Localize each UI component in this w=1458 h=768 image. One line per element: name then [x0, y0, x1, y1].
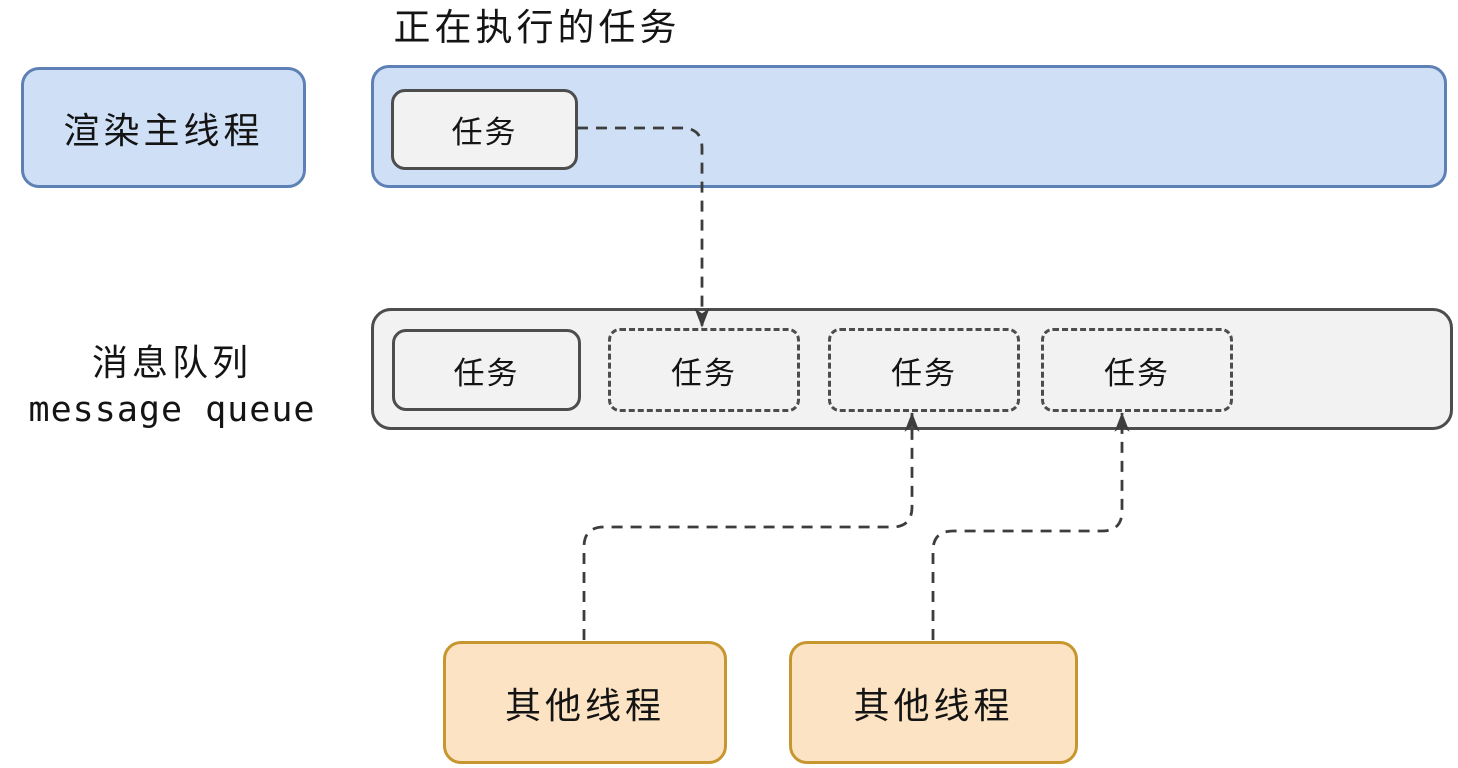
- other-thread-box-2: 其他线程: [789, 641, 1078, 764]
- main-thread-timeline-bar: 任务: [371, 65, 1447, 188]
- executing-task-title: 正在执行的任务: [393, 7, 681, 48]
- executing-task-box: 任务: [391, 89, 578, 170]
- other-thread-box-1: 其他线程: [443, 641, 727, 764]
- queue-task-pending-3: 任务: [1041, 328, 1233, 412]
- message-queue-label-zh: 消息队列: [91, 342, 252, 383]
- arrow-other-thread-1-to-queue: [582, 412, 920, 640]
- queue-task-solid: 任务: [392, 329, 581, 411]
- queue-task-pending-1: 任务: [608, 328, 800, 412]
- message-queue-bar: 任务 任务 任务 任务: [371, 308, 1453, 430]
- render-main-thread-box: 渲染主线程: [21, 67, 306, 188]
- message-queue-label-en: message queue: [28, 390, 316, 430]
- arrow-other-thread-2-to-queue: [931, 412, 1130, 640]
- message-queue-label: 消息队列 message queue: [0, 334, 344, 430]
- queue-task-pending-2: 任务: [828, 328, 1020, 412]
